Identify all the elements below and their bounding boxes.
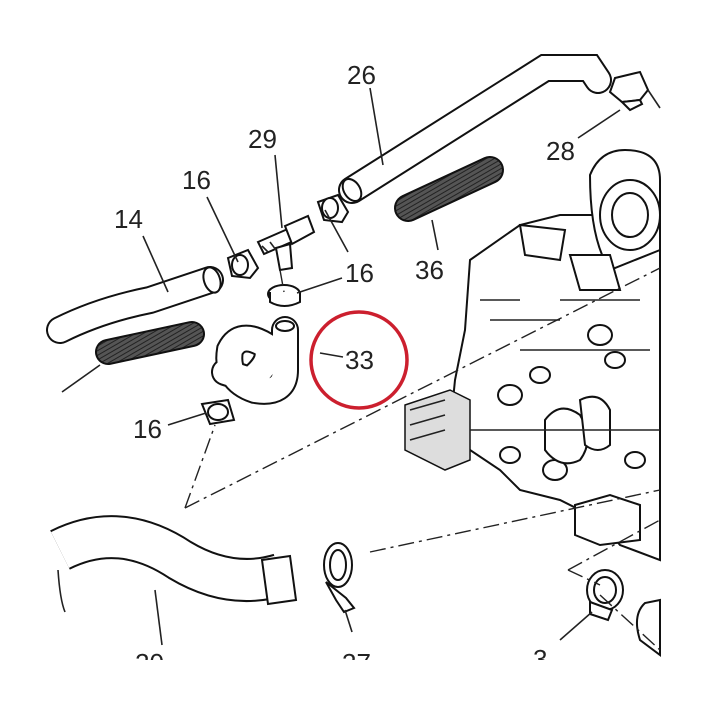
highlight-circle xyxy=(309,310,409,410)
label-36: 36 xyxy=(415,255,444,285)
label-16-right: 16 xyxy=(345,258,374,288)
clamp-16-d xyxy=(200,398,236,426)
hose-33 xyxy=(211,316,299,405)
connection-lines xyxy=(184,267,661,651)
clamp-16-c xyxy=(267,284,301,307)
label-28: 28 xyxy=(546,136,575,166)
clamp-16-a xyxy=(226,248,260,280)
hose-26 xyxy=(338,54,612,204)
hose-hatched-left xyxy=(61,321,205,393)
label-14: 14 xyxy=(114,204,143,234)
label-29: 29 xyxy=(248,124,277,154)
hose-14 xyxy=(46,266,224,344)
leader-lines xyxy=(142,87,621,646)
clamp-28 xyxy=(608,70,661,112)
clamp-16-b xyxy=(316,193,350,224)
hose-20 xyxy=(50,515,298,613)
engine-block xyxy=(404,148,661,562)
bottom-crop xyxy=(0,660,720,720)
label-16-top: 16 xyxy=(182,165,211,195)
hose-end-bottom-right xyxy=(635,598,661,657)
t-fitting-29 xyxy=(256,214,316,272)
label-33: 33 xyxy=(345,345,374,375)
clamp-37 xyxy=(323,542,356,633)
clamp-3 xyxy=(559,569,624,641)
hose-36 xyxy=(394,156,504,222)
label-16-bottom: 16 xyxy=(133,414,162,444)
label-26: 26 xyxy=(347,60,376,90)
